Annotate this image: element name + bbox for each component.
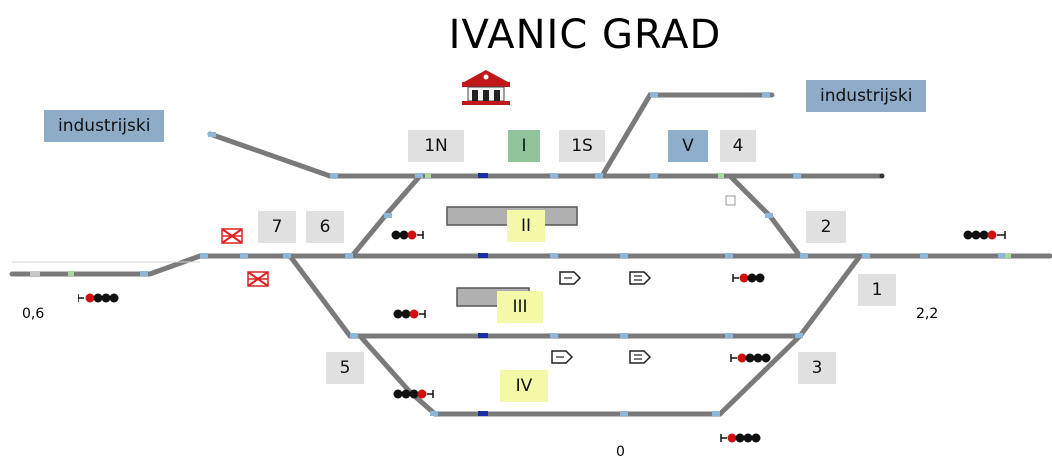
track-label-II[interactable]: II — [507, 210, 545, 242]
main-signal-icon[interactable] — [390, 228, 424, 242]
siding-left — [207, 131, 333, 179]
track-label-V[interactable]: V — [668, 130, 708, 162]
track-IV — [357, 333, 803, 417]
siding-label-left[interactable]: industrijski — [44, 110, 165, 142]
km-marker-bottom: 0 — [616, 444, 625, 460]
level-crossing-icon[interactable] — [247, 271, 269, 287]
station-building-icon[interactable] — [460, 68, 512, 106]
switch-label-5[interactable]: 5 — [326, 352, 364, 384]
insulated-joints — [140, 92, 1006, 416]
shunt-signal-icon — [629, 271, 652, 285]
switch-label-6[interactable]: 6 — [306, 211, 344, 243]
main-signal-icon[interactable] — [732, 271, 766, 285]
main-signal-icon[interactable] — [78, 291, 124, 305]
switch-label-1[interactable]: 1 — [858, 274, 896, 306]
track-label-1N[interactable]: 1N — [408, 130, 464, 162]
switch-label-4[interactable]: 4 — [720, 130, 756, 162]
switch-label-3[interactable]: 3 — [798, 352, 836, 384]
siding-label-right[interactable]: industrijski — [806, 80, 927, 112]
main-signal-icon[interactable] — [392, 307, 426, 321]
occupancy-markers — [478, 173, 488, 416]
track-label-1S[interactable]: 1S — [559, 130, 605, 162]
track-III — [287, 253, 863, 339]
switch-label-7[interactable]: 7 — [258, 211, 296, 243]
main-signal-icon[interactable] — [720, 431, 764, 445]
entry-track-left — [9, 253, 203, 277]
switch-label-2[interactable]: 2 — [806, 211, 846, 243]
track-label-IV[interactable]: IV — [500, 370, 548, 402]
main-signal-icon[interactable] — [392, 387, 436, 401]
main-signal-icon[interactable] — [730, 351, 774, 365]
level-crossing-icon[interactable] — [221, 228, 243, 244]
km-marker-right: 2,2 — [916, 306, 939, 322]
main-signal-icon[interactable] — [962, 228, 1006, 242]
shunt-signal-icon — [629, 350, 652, 364]
km-marker-left: 0,6 — [22, 306, 45, 322]
track-label-I[interactable]: I — [508, 130, 540, 162]
station-title: IVANIC GRAD — [448, 12, 722, 58]
track-label-III[interactable]: III — [497, 291, 543, 323]
